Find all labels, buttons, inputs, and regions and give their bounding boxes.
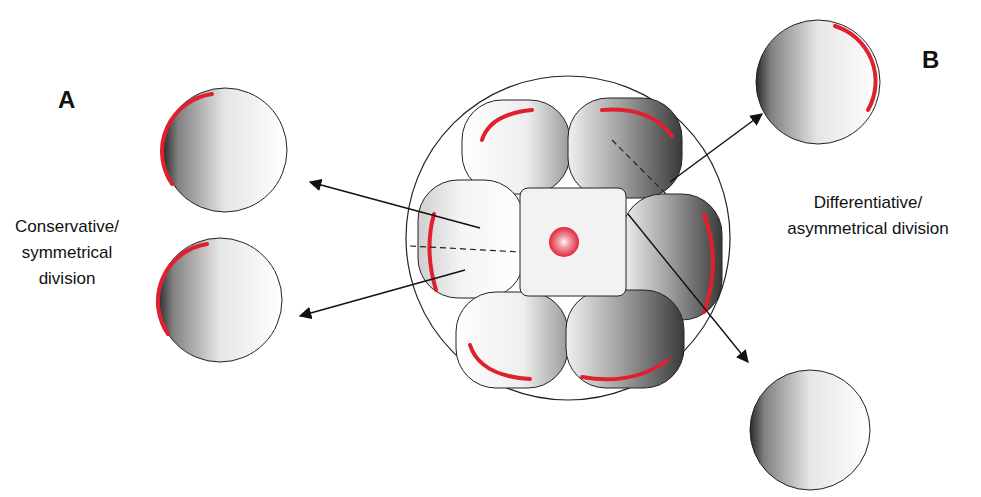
division-arrow — [310, 182, 480, 228]
red-spot — [549, 227, 579, 257]
polarity-crescent — [158, 244, 207, 334]
daughter-cell — [158, 238, 282, 362]
polarity-crescent — [470, 345, 530, 379]
blastomere — [568, 98, 682, 198]
panel-letter: A — [58, 86, 88, 114]
polarity-crescent — [582, 360, 668, 379]
blastomere — [566, 290, 684, 388]
division-arrow — [300, 270, 465, 316]
daughter-cell — [756, 20, 880, 144]
polarity-crescent — [704, 214, 713, 312]
polarity-crescent — [162, 94, 212, 184]
cleavage-plane — [612, 140, 668, 196]
panel-letter: B — [922, 46, 952, 74]
blastomere — [418, 180, 524, 298]
polarity-crescent — [482, 110, 532, 140]
division-label: Conservative/ symmetrical division — [2, 214, 132, 292]
polarity-crescent — [602, 110, 672, 136]
division-label: Differentiative/ asymmetrical division — [784, 190, 952, 242]
blastomere — [456, 292, 568, 388]
inner-blastomere — [520, 188, 626, 296]
cleavage-plane — [410, 246, 520, 252]
zona-pellucida — [406, 76, 730, 400]
division-arrow — [670, 114, 762, 182]
daughter-cell — [163, 88, 287, 212]
polarity-crescent — [835, 26, 876, 110]
division-arrow — [628, 214, 748, 362]
daughter-cell — [750, 370, 870, 490]
